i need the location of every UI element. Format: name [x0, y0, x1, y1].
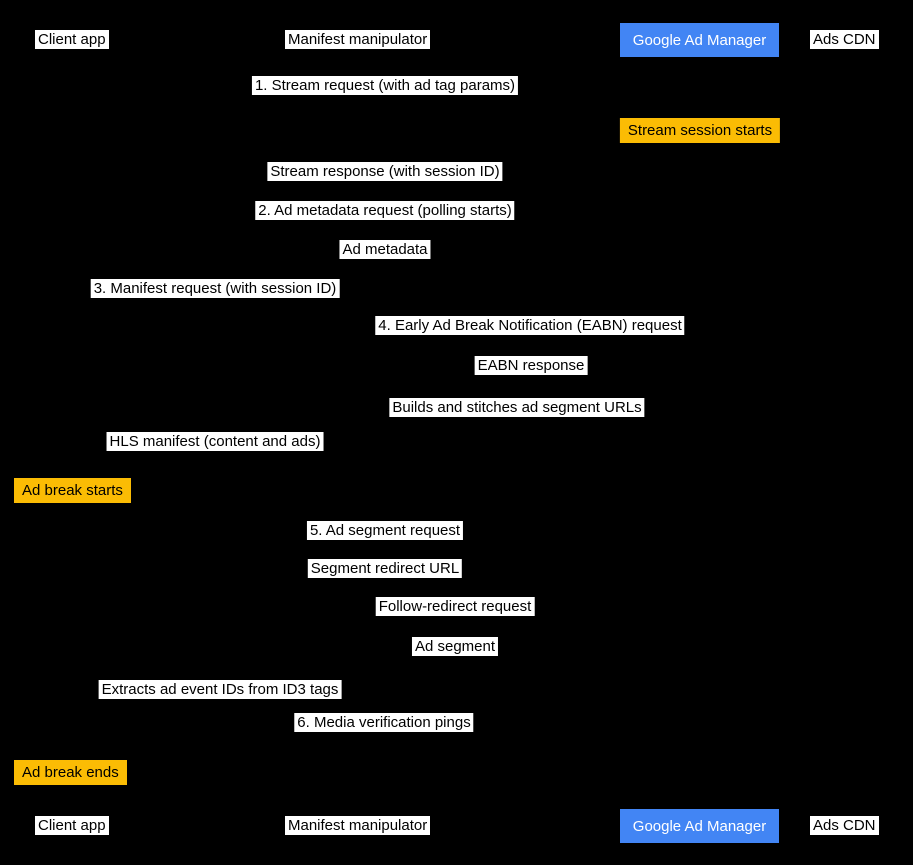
message-ad-segment: Ad segment — [411, 637, 499, 656]
participant-manifest-manipulator-bottom: Manifest manipulator — [285, 816, 431, 835]
participant-google-ad-manager-top: Google Ad Manager — [620, 23, 779, 57]
message-manifest-request: 3. Manifest request (with session ID) — [90, 279, 340, 298]
message-ad-metadata-request: 2. Ad metadata request (polling starts) — [255, 201, 515, 220]
participant-client-app-top: Client app — [35, 30, 109, 49]
message-builds-stitches-ad-segment-urls: Builds and stitches ad segment URLs — [389, 398, 645, 417]
message-extracts-ad-event-ids: Extracts ad event IDs from ID3 tags — [98, 680, 342, 699]
note-ad-break-ends: Ad break ends — [14, 760, 127, 785]
participant-ads-cdn-bottom: Ads CDN — [810, 816, 879, 835]
message-eabn-response: EABN response — [474, 356, 588, 375]
message-ad-metadata: Ad metadata — [339, 240, 431, 259]
message-stream-response: Stream response (with session ID) — [267, 162, 503, 181]
note-stream-session-starts: Stream session starts — [619, 118, 781, 143]
message-media-verification-pings: 6. Media verification pings — [294, 713, 474, 732]
message-hls-manifest: HLS manifest (content and ads) — [106, 432, 324, 451]
participant-google-ad-manager-bottom: Google Ad Manager — [620, 809, 779, 843]
message-segment-redirect-url: Segment redirect URL — [307, 559, 463, 578]
message-ad-segment-request: 5. Ad segment request — [306, 521, 464, 540]
participant-manifest-manipulator-top: Manifest manipulator — [285, 30, 431, 49]
participant-client-app-bottom: Client app — [35, 816, 109, 835]
message-eabn-request: 4. Early Ad Break Notification (EABN) re… — [375, 316, 685, 335]
message-follow-redirect-request: Follow-redirect request — [375, 597, 535, 616]
participant-ads-cdn-top: Ads CDN — [810, 30, 879, 49]
message-stream-request: 1. Stream request (with ad tag params) — [251, 76, 519, 95]
note-ad-break-starts: Ad break starts — [14, 478, 131, 503]
